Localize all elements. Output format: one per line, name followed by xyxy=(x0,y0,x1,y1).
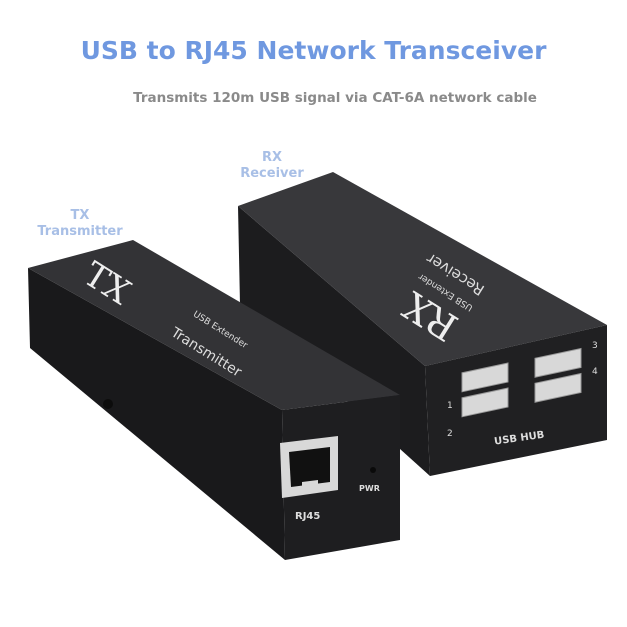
rx-usb-ports xyxy=(461,347,582,418)
page-subtitle: Transmits 120m USB signal via CAT-6A net… xyxy=(133,90,537,106)
rx-callout-code: RX xyxy=(261,150,283,165)
usb-port[interactable] xyxy=(534,372,582,403)
pwr-led xyxy=(370,467,376,473)
tx-side-jack xyxy=(103,399,113,409)
rx-callout-name: Receiver xyxy=(240,166,304,181)
rx-port-number: 2 xyxy=(447,429,453,439)
tx-top-face xyxy=(28,240,400,410)
rx-callout: RX Receiver xyxy=(232,150,312,182)
rx-port-number: 3 xyxy=(592,341,598,351)
tx-callout-code: TX xyxy=(70,208,90,223)
usb-port[interactable] xyxy=(534,347,582,378)
tx-device: TX USB Extender Transmitter RJ45 PWR xyxy=(28,240,400,560)
tx-front-face xyxy=(282,395,400,560)
usb-port[interactable] xyxy=(461,362,509,393)
usb-port[interactable] xyxy=(461,387,509,418)
tx-side-face xyxy=(28,268,285,560)
rx-port-number: 1 xyxy=(447,401,453,411)
rx-top-face xyxy=(238,172,607,366)
tx-callout: TX Transmitter xyxy=(30,208,130,240)
rx-port-number: 4 xyxy=(592,367,598,377)
pwr-label: PWR xyxy=(359,484,380,493)
rj45-port[interactable] xyxy=(280,436,338,498)
tx-callout-name: Transmitter xyxy=(37,224,123,239)
rj45-label: RJ45 xyxy=(295,511,320,522)
page-title: USB to RJ45 Network Transceiver xyxy=(80,36,547,65)
